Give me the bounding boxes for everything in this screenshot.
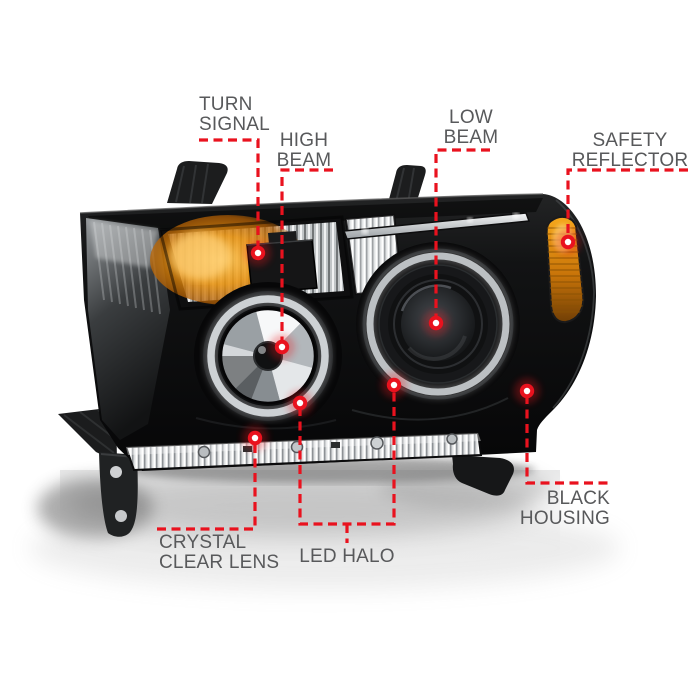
led-strip bbox=[342, 212, 531, 240]
label-crystal-clear-lens: CRYSTAL CLEAR LENS bbox=[159, 533, 279, 573]
mounting-tab-left bbox=[167, 161, 228, 204]
high-beam-lamp bbox=[194, 282, 342, 430]
housing-contour bbox=[351, 397, 509, 421]
dot-safety-reflector bbox=[555, 229, 581, 255]
callout-line-low-beam bbox=[434, 148, 490, 319]
label-line: BLACK bbox=[546, 488, 610, 509]
housing-contour-2 bbox=[195, 417, 337, 430]
label-line: TURN bbox=[199, 94, 253, 115]
label-turn-signal: TURN SIGNAL bbox=[199, 95, 270, 135]
lower-mount-foot bbox=[452, 455, 514, 496]
callout-line-crystal-clear-lens bbox=[157, 442, 257, 531]
label-high-beam: HIGH BEAM bbox=[249, 131, 359, 171]
dot-crystal-clear-lens bbox=[242, 425, 268, 451]
dot-high-beam bbox=[269, 334, 295, 360]
dot-led-halo-left bbox=[287, 390, 313, 416]
label-line: BEAM bbox=[276, 150, 332, 171]
label-line: HIGH bbox=[279, 130, 329, 151]
label-line: CRYSTAL bbox=[159, 532, 247, 553]
floor-reflection bbox=[30, 457, 620, 590]
label-line: SIGNAL bbox=[199, 114, 270, 135]
dot-low-beam bbox=[423, 310, 449, 336]
dot-turn-signal bbox=[245, 240, 271, 266]
mounting-tab-right bbox=[388, 165, 426, 204]
label-low-beam: LOW BEAM bbox=[416, 108, 526, 148]
callout-line-high-beam bbox=[280, 168, 333, 343]
led-halo-ring-right bbox=[366, 252, 510, 396]
label-safety-reflector: SAFETY REFLECTOR bbox=[550, 131, 700, 171]
callout-line-led-halo bbox=[298, 389, 396, 543]
label-line: CLEAR LENS bbox=[159, 552, 280, 573]
label-line: HOUSING bbox=[519, 508, 610, 529]
dot-black-housing bbox=[514, 378, 540, 404]
callout-dots bbox=[242, 229, 581, 451]
label-led-halo: LED HALO bbox=[287, 547, 407, 567]
label-line: REFLECTOR bbox=[571, 150, 689, 171]
callout-line-black-housing bbox=[525, 395, 610, 485]
label-line: LOW bbox=[449, 107, 493, 128]
corner-lens bbox=[86, 218, 170, 440]
label-line: BEAM bbox=[443, 127, 499, 148]
lens-screws bbox=[197, 433, 458, 459]
dot-led-halo-right bbox=[381, 372, 407, 398]
led-halo-ring-left bbox=[207, 295, 329, 417]
callout-line-safety-reflector bbox=[566, 168, 688, 238]
label-black-housing: BLACK HOUSING bbox=[480, 489, 610, 529]
label-line: SAFETY bbox=[592, 130, 668, 151]
label-line: LED HALO bbox=[299, 546, 395, 567]
lens-strip-bottom bbox=[124, 431, 483, 472]
callout-line-turn-signal bbox=[199, 138, 260, 249]
